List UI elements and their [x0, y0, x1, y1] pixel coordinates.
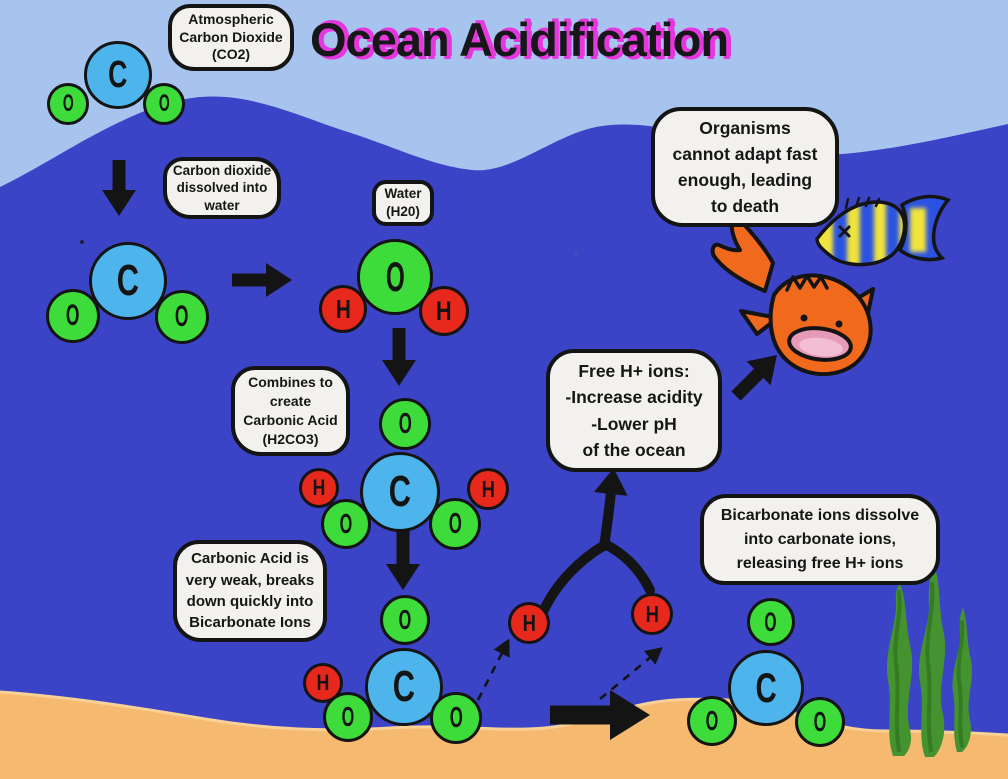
ocean-water — [0, 96, 1008, 779]
bubble-line: Carbonic Acid — [243, 412, 338, 428]
flow-arrows — [102, 160, 777, 740]
orange-fish — [710, 216, 875, 377]
bubble-line: of the ocean — [582, 439, 686, 460]
bubble-organisms: Organisms cannot adapt fast enough, lead… — [651, 107, 839, 227]
seaweed-vein — [925, 582, 935, 752]
dead-fish — [815, 194, 950, 267]
bubble-line: down quickly into — [186, 593, 314, 610]
bubble-line: -Lower pH — [591, 413, 677, 434]
bubble-line: to death — [710, 196, 780, 217]
page-title: Ocean Acidification — [310, 13, 729, 66]
bubble-bicarbonate: Bicarbonate ions dissolve into carbonate… — [700, 494, 940, 585]
bubble-free-ions: Free H+ ions: -Increase acidity -Lower p… — [546, 349, 722, 472]
seaweed — [886, 566, 972, 757]
dead-fish-tail-stripe — [910, 208, 926, 252]
bubble-line: enough, leading — [677, 170, 813, 190]
ink-speck — [574, 252, 578, 256]
bubble-line: -Increase acidity — [565, 387, 703, 408]
bubble-line: Organisms — [699, 117, 791, 138]
seaweed-blade — [918, 566, 946, 757]
bubble-combines: Combines to create Carbonic Acid (H2CO3) — [231, 366, 350, 456]
bubble-line: Combines to — [248, 374, 333, 391]
bubble-line: Atmospheric — [188, 11, 274, 28]
seaweed-blade — [952, 608, 972, 752]
y-arrow-right-branch — [600, 539, 655, 595]
bubble-line: very weak, breaks — [185, 571, 315, 589]
bubble-line: Water — [384, 186, 422, 202]
dead-fish-fin-ticks — [844, 196, 881, 210]
bubble-line: create — [269, 393, 312, 410]
bubble-line: Carbonic Acid is — [191, 550, 309, 568]
bubble-line: dissolved into — [176, 180, 268, 196]
seaweed-blade — [886, 584, 913, 756]
bubble-line: Bicarbonate ions dissolve — [720, 506, 920, 524]
orange-fish-eye — [800, 314, 808, 322]
bubble-line: Carbon dioxide — [172, 162, 272, 178]
sand-edge-highlight — [0, 690, 1008, 737]
bubble-dissolved: Carbon dioxide dissolved into water — [163, 157, 281, 219]
arrow-ions-to-fish — [731, 355, 777, 401]
bubble-line: Carbon Dioxide — [179, 28, 283, 45]
dead-fish-x-eye — [838, 225, 851, 238]
bubble-line: (H20) — [386, 204, 420, 219]
bubble-line: Bicarbonate Ions — [189, 614, 311, 632]
bubble-line: releasing free H+ ions — [736, 554, 904, 572]
orange-fish-spikes — [785, 274, 829, 292]
bubble-line: water — [204, 197, 240, 213]
bubble-water: Water (H20) — [372, 180, 434, 226]
dashed-arrow-released-ion-left — [476, 638, 510, 701]
bubble-line: (CO2) — [211, 46, 251, 63]
bubble-line: Free H+ ions: — [578, 361, 690, 381]
bubble-weak-acid: Carbonic Acid is very weak, breaks down … — [173, 540, 327, 642]
y-arrow-stem — [593, 468, 628, 551]
bubble-atmospheric-co2: Atmospheric Carbon Dioxide (CO2) — [168, 4, 294, 71]
bubble-line: into carbonate ions, — [743, 530, 896, 548]
bubble-line: cannot adapt fast — [672, 143, 818, 164]
bubble-line: (H2CO3) — [262, 430, 319, 447]
seaweed-vein — [893, 590, 902, 752]
orange-fish-mouth-inner — [799, 337, 843, 357]
dashed-arrow-released-ion-right — [599, 647, 663, 701]
seaweed-vein — [956, 620, 965, 748]
orange-fish-eye — [835, 320, 843, 328]
ink-speck — [80, 240, 84, 244]
